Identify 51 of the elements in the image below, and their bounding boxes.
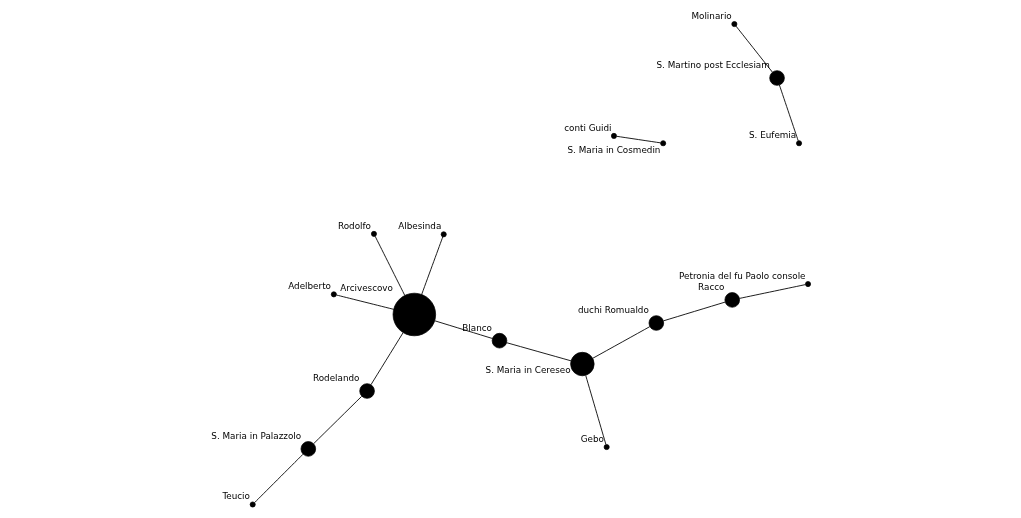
node-circle xyxy=(804,280,811,287)
node-circle xyxy=(249,501,256,507)
node-label: Gebo xyxy=(580,433,604,444)
node-circle xyxy=(569,351,594,376)
connector xyxy=(662,301,726,321)
node-label: Petronia del fu Paolo console xyxy=(678,270,806,281)
node-label: S. Maria in Palazzolo xyxy=(210,430,301,441)
node-circle xyxy=(358,382,375,399)
node-label: S. Martino post Ecclesiam xyxy=(656,59,770,70)
connector xyxy=(253,453,303,503)
connector xyxy=(335,294,394,310)
node-circle xyxy=(300,440,316,457)
node-circle xyxy=(648,314,664,331)
connector xyxy=(615,135,661,143)
node-label: Blanco xyxy=(461,322,492,333)
node-circle xyxy=(659,139,666,146)
connector xyxy=(584,374,606,445)
node-circle xyxy=(440,230,447,237)
connector xyxy=(312,395,362,444)
node-circle xyxy=(370,230,377,237)
node-label: Albesinda xyxy=(397,220,441,231)
node-circle xyxy=(795,139,802,146)
node-label: S. Eufemia xyxy=(748,129,796,140)
node-circle xyxy=(330,290,337,297)
connector xyxy=(420,235,443,295)
node-circle xyxy=(768,69,785,86)
connector xyxy=(374,235,405,296)
node-label: duchi Romualdo xyxy=(577,304,649,315)
node-circle xyxy=(392,292,436,336)
node-label: S. Maria in Cosmedin xyxy=(567,144,660,155)
node-label: Arcivescovo xyxy=(339,282,393,293)
node-label: Adelberto xyxy=(287,280,331,291)
node-label: conti Guidi xyxy=(563,122,612,133)
connector xyxy=(505,341,571,361)
node-label: Teucio xyxy=(221,490,250,501)
connector xyxy=(370,331,404,385)
node-circle xyxy=(724,291,740,308)
node-label: S. Maria in Cereseo xyxy=(485,364,571,375)
connector xyxy=(738,283,806,299)
node-label: Rodelando xyxy=(312,372,359,383)
node-label: Rodolfo xyxy=(337,220,371,231)
node-circle xyxy=(603,443,610,450)
node-circle xyxy=(610,132,617,139)
node-circle xyxy=(730,20,737,27)
node-label: Molinario xyxy=(690,10,732,21)
connector xyxy=(591,325,650,359)
connector xyxy=(778,84,799,141)
node-circle xyxy=(491,332,507,348)
connector xyxy=(735,25,773,72)
node-label: Racco xyxy=(697,281,725,292)
connector xyxy=(433,319,493,339)
